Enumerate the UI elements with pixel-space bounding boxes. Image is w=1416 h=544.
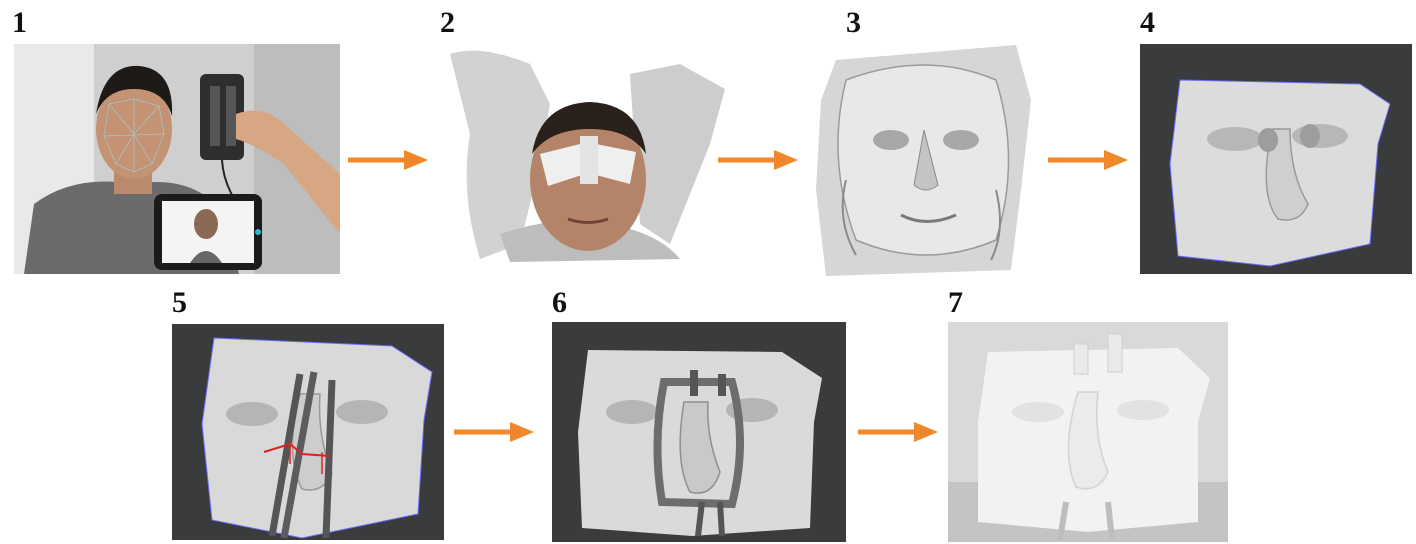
step-number-4: 4: [1140, 8, 1155, 38]
step-number-2: 2: [440, 8, 455, 38]
arrow-2-to-3: [718, 148, 798, 172]
step-number-5: 5: [172, 288, 187, 318]
mesh-face-illustration: [806, 40, 1040, 280]
scan-photo-panel: [14, 44, 340, 274]
raw-scan-panel: [440, 44, 740, 274]
arrow-5-to-6: [454, 420, 534, 444]
guide-design-illustration: [172, 324, 444, 540]
guide-surface-illustration: [552, 322, 846, 542]
cropped-surface-panel: [1140, 44, 1412, 274]
arrow-6-to-7: [858, 420, 938, 444]
printed-model-illustration: [948, 322, 1228, 542]
arrow-1-to-2: [348, 148, 428, 172]
scan-photo-illustration: [14, 44, 340, 274]
step-number-6: 6: [552, 288, 567, 318]
step-number-7: 7: [948, 288, 963, 318]
step-number-1: 1: [12, 8, 27, 38]
raw-scan-illustration: [440, 44, 740, 274]
mesh-face-panel: [806, 40, 1040, 280]
printed-model-panel: [948, 322, 1228, 542]
cropped-surface-illustration: [1140, 44, 1412, 274]
guide-design-panel: [172, 324, 444, 540]
step-number-3: 3: [846, 8, 861, 38]
arrow-3-to-4: [1048, 148, 1128, 172]
guide-surface-panel: [552, 322, 846, 542]
